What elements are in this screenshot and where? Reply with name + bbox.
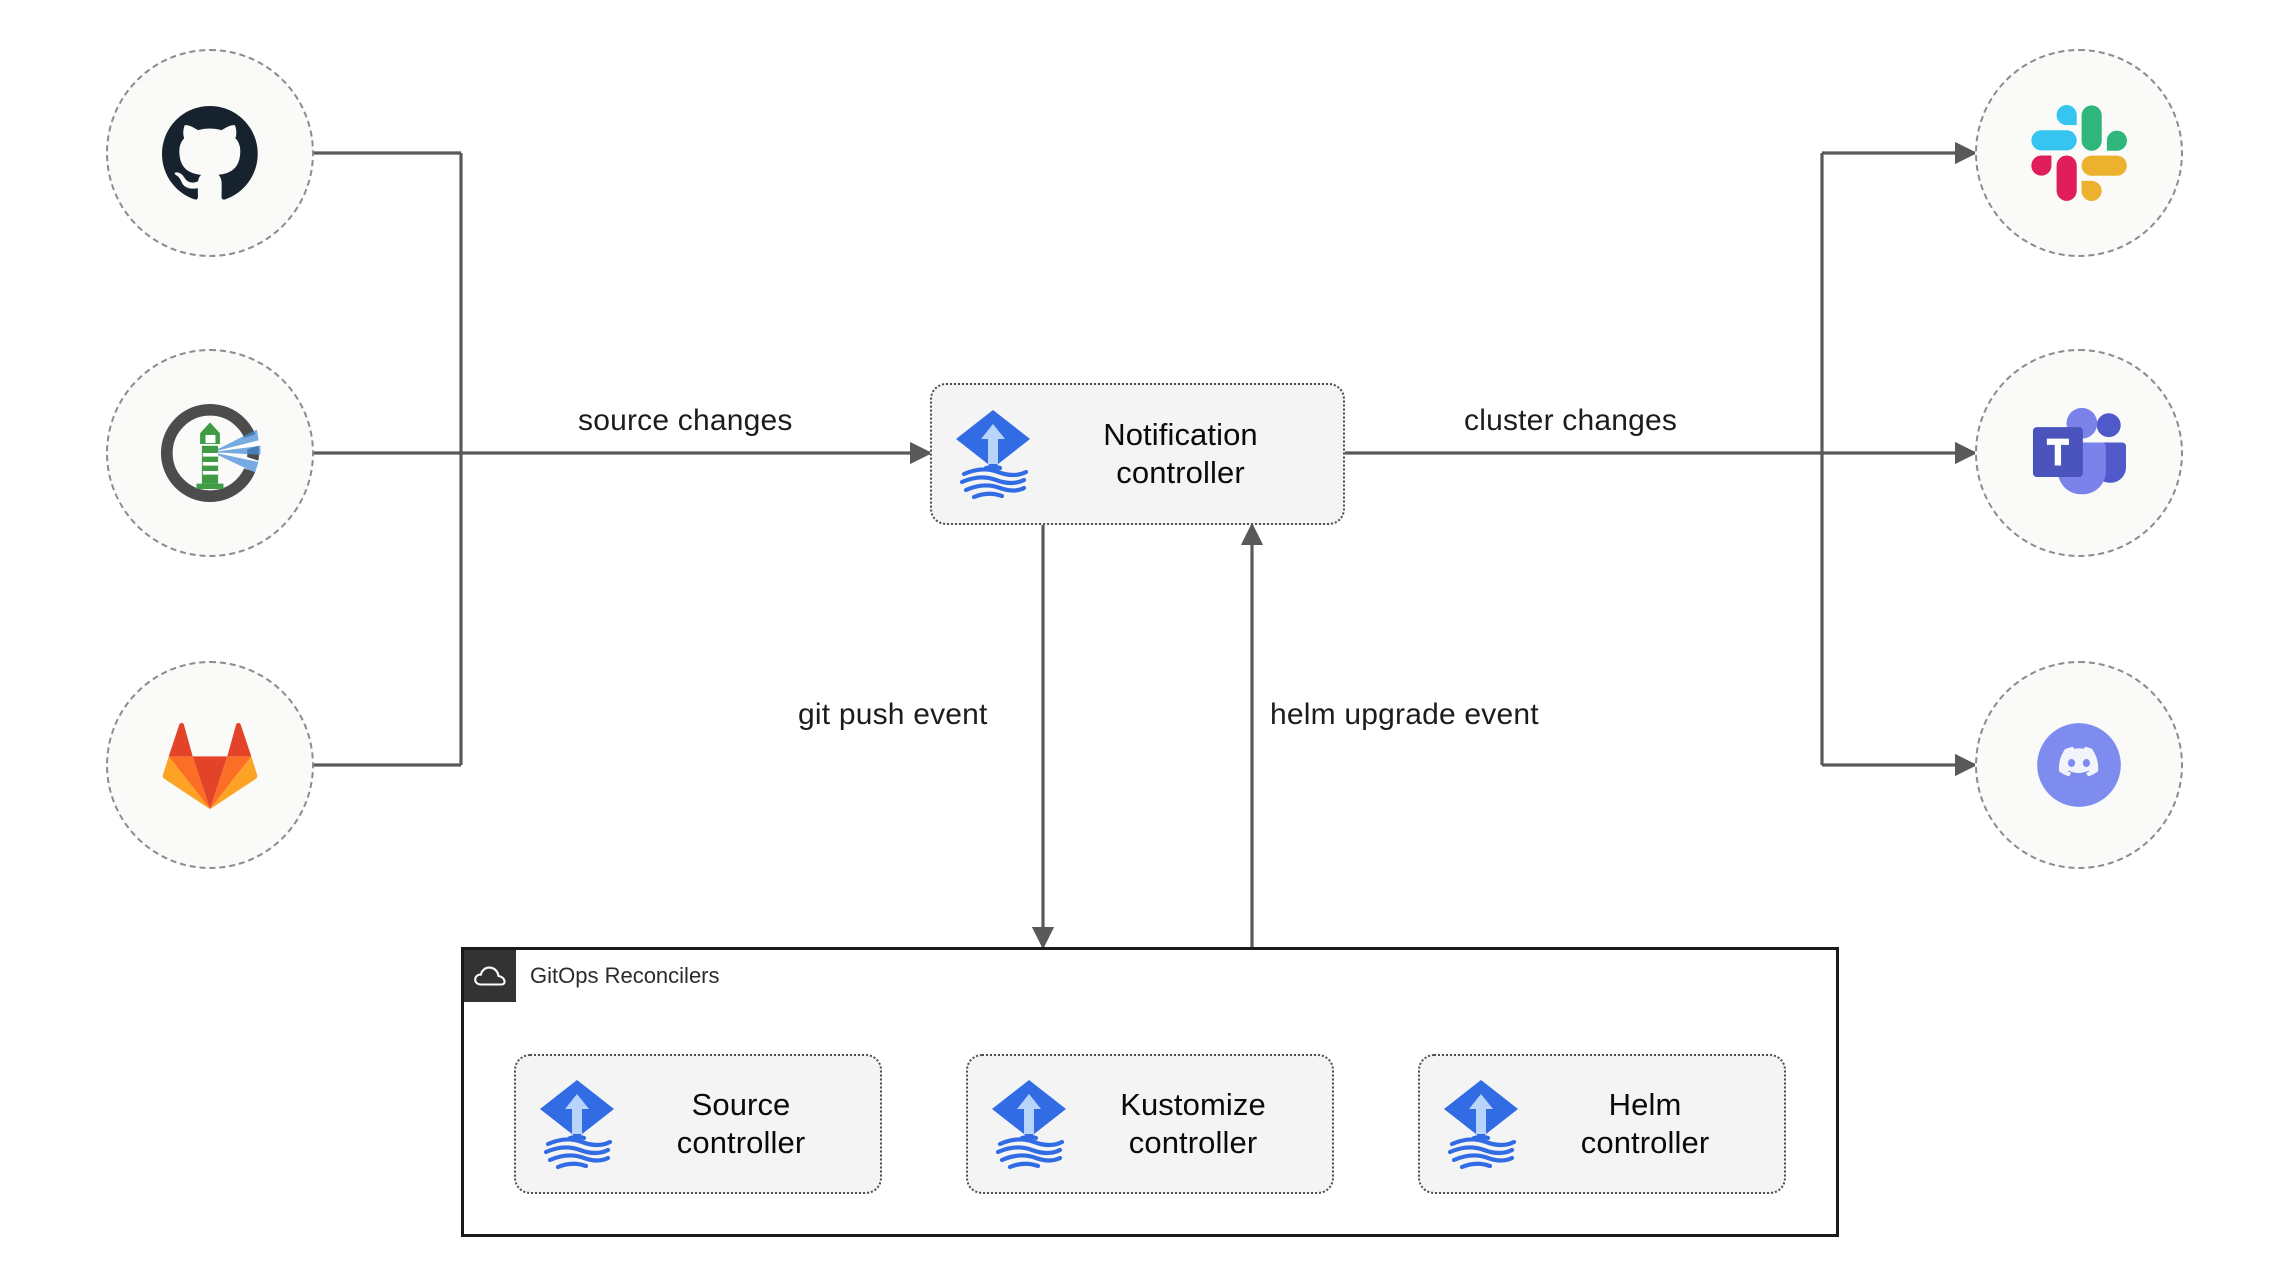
destination-node-discord[interactable] [1975, 661, 2183, 869]
discord-icon [2037, 723, 2121, 807]
source-controller-box[interactable]: Source controller [514, 1054, 882, 1194]
kustomize-controller-box[interactable]: Kustomize controller [966, 1054, 1334, 1194]
gitops-reconcilers-header: GitOps Reconcilers [464, 950, 720, 1002]
destination-node-teams[interactable] [1975, 349, 2183, 557]
flux-logo-icon [1438, 1074, 1524, 1174]
flux-logo-icon [986, 1074, 1072, 1174]
cloud-icon [474, 966, 506, 986]
gitops-reconcilers-title: GitOps Reconcilers [530, 963, 720, 988]
flux-lighthouse-icon [160, 403, 262, 503]
flux-logo-icon [534, 1074, 620, 1174]
source-node-gitlab[interactable] [106, 661, 314, 869]
edge-label-helm-upgrade-event: helm upgrade event [1270, 698, 1539, 731]
notification-controller-label: Notification controller [1103, 417, 1258, 490]
edge-label-cluster-changes: cluster changes [1464, 404, 1678, 437]
source-node-github[interactable] [106, 49, 314, 257]
microsoft-teams-icon [2032, 407, 2126, 495]
flux-logo-icon [950, 404, 1036, 504]
slack-icon [2031, 105, 2127, 201]
gitops-reconcilers-container: GitOps Reconcilers Source [461, 947, 1839, 1237]
helm-controller-label: Helm controller [1580, 1087, 1710, 1160]
source-controller-label: Source controller [676, 1087, 806, 1160]
notification-controller-box[interactable]: Notification controller [930, 383, 1345, 525]
github-icon [162, 105, 258, 200]
destination-node-slack[interactable] [1975, 49, 2183, 257]
kustomize-controller-label: Kustomize controller [1120, 1087, 1266, 1160]
cloud-icon-badge [464, 950, 516, 1002]
helm-controller-box[interactable]: Helm controller [1418, 1054, 1786, 1194]
source-node-flux[interactable] [106, 349, 314, 557]
edge-label-source-changes: source changes [578, 404, 793, 437]
gitlab-icon [162, 722, 258, 810]
edge-label-git-push-event: git push event [798, 698, 988, 731]
